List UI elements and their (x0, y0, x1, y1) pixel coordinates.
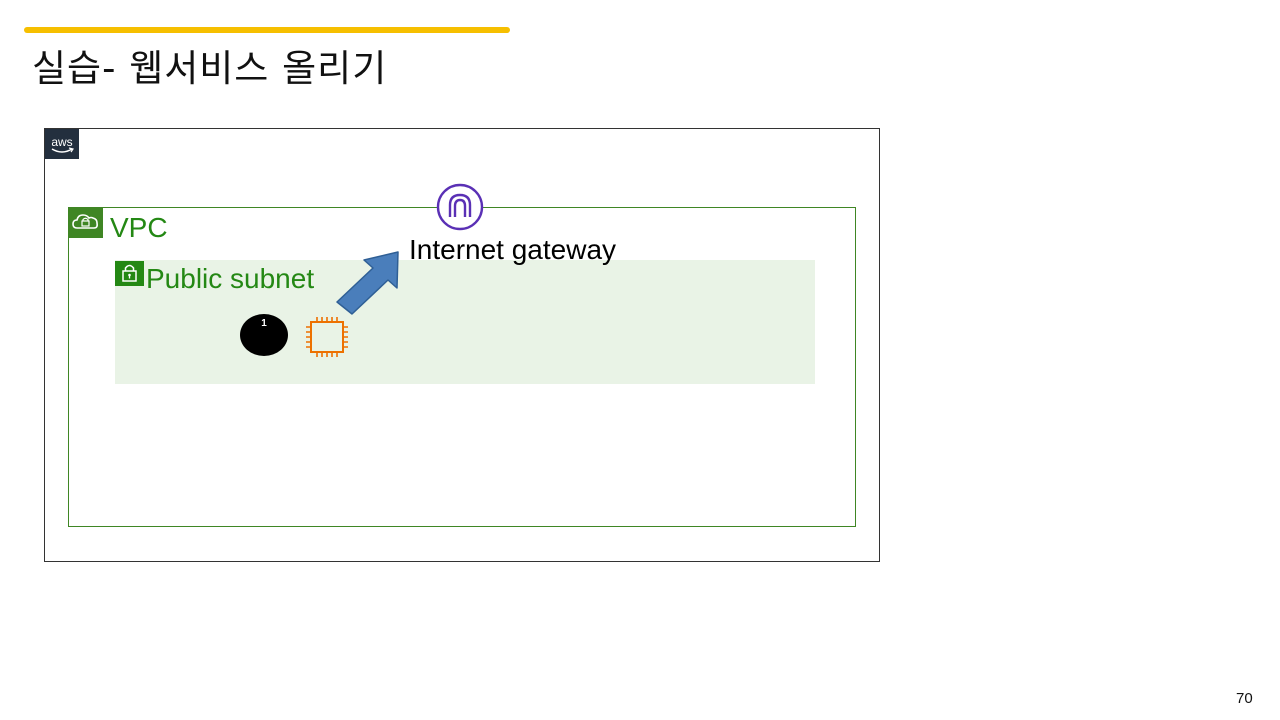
slide-title: 실습- 웹서비스 올리기 (32, 47, 388, 90)
internet-gateway-icon (435, 183, 485, 231)
aws-cloud-group (44, 128, 880, 562)
aws-logo-icon: aws (45, 129, 79, 159)
page-number: 70 (1236, 690, 1253, 707)
arrow-up-right-icon (336, 251, 399, 315)
title-accent-bar (24, 27, 510, 33)
svg-text:aws: aws (51, 135, 72, 149)
vpc-label: VPC (110, 212, 168, 243)
vpc-cloud-lock-icon (68, 207, 103, 238)
step-badge-icon: 1 (240, 314, 288, 356)
public-subnet-label: Public subnet (146, 263, 315, 294)
step-number: 1 (261, 318, 267, 329)
public-subnet-group (115, 260, 815, 384)
ec2-instance-icon (302, 314, 352, 360)
internet-gateway-label: Internet gateway (409, 234, 617, 265)
subnet-lock-icon (115, 261, 144, 286)
